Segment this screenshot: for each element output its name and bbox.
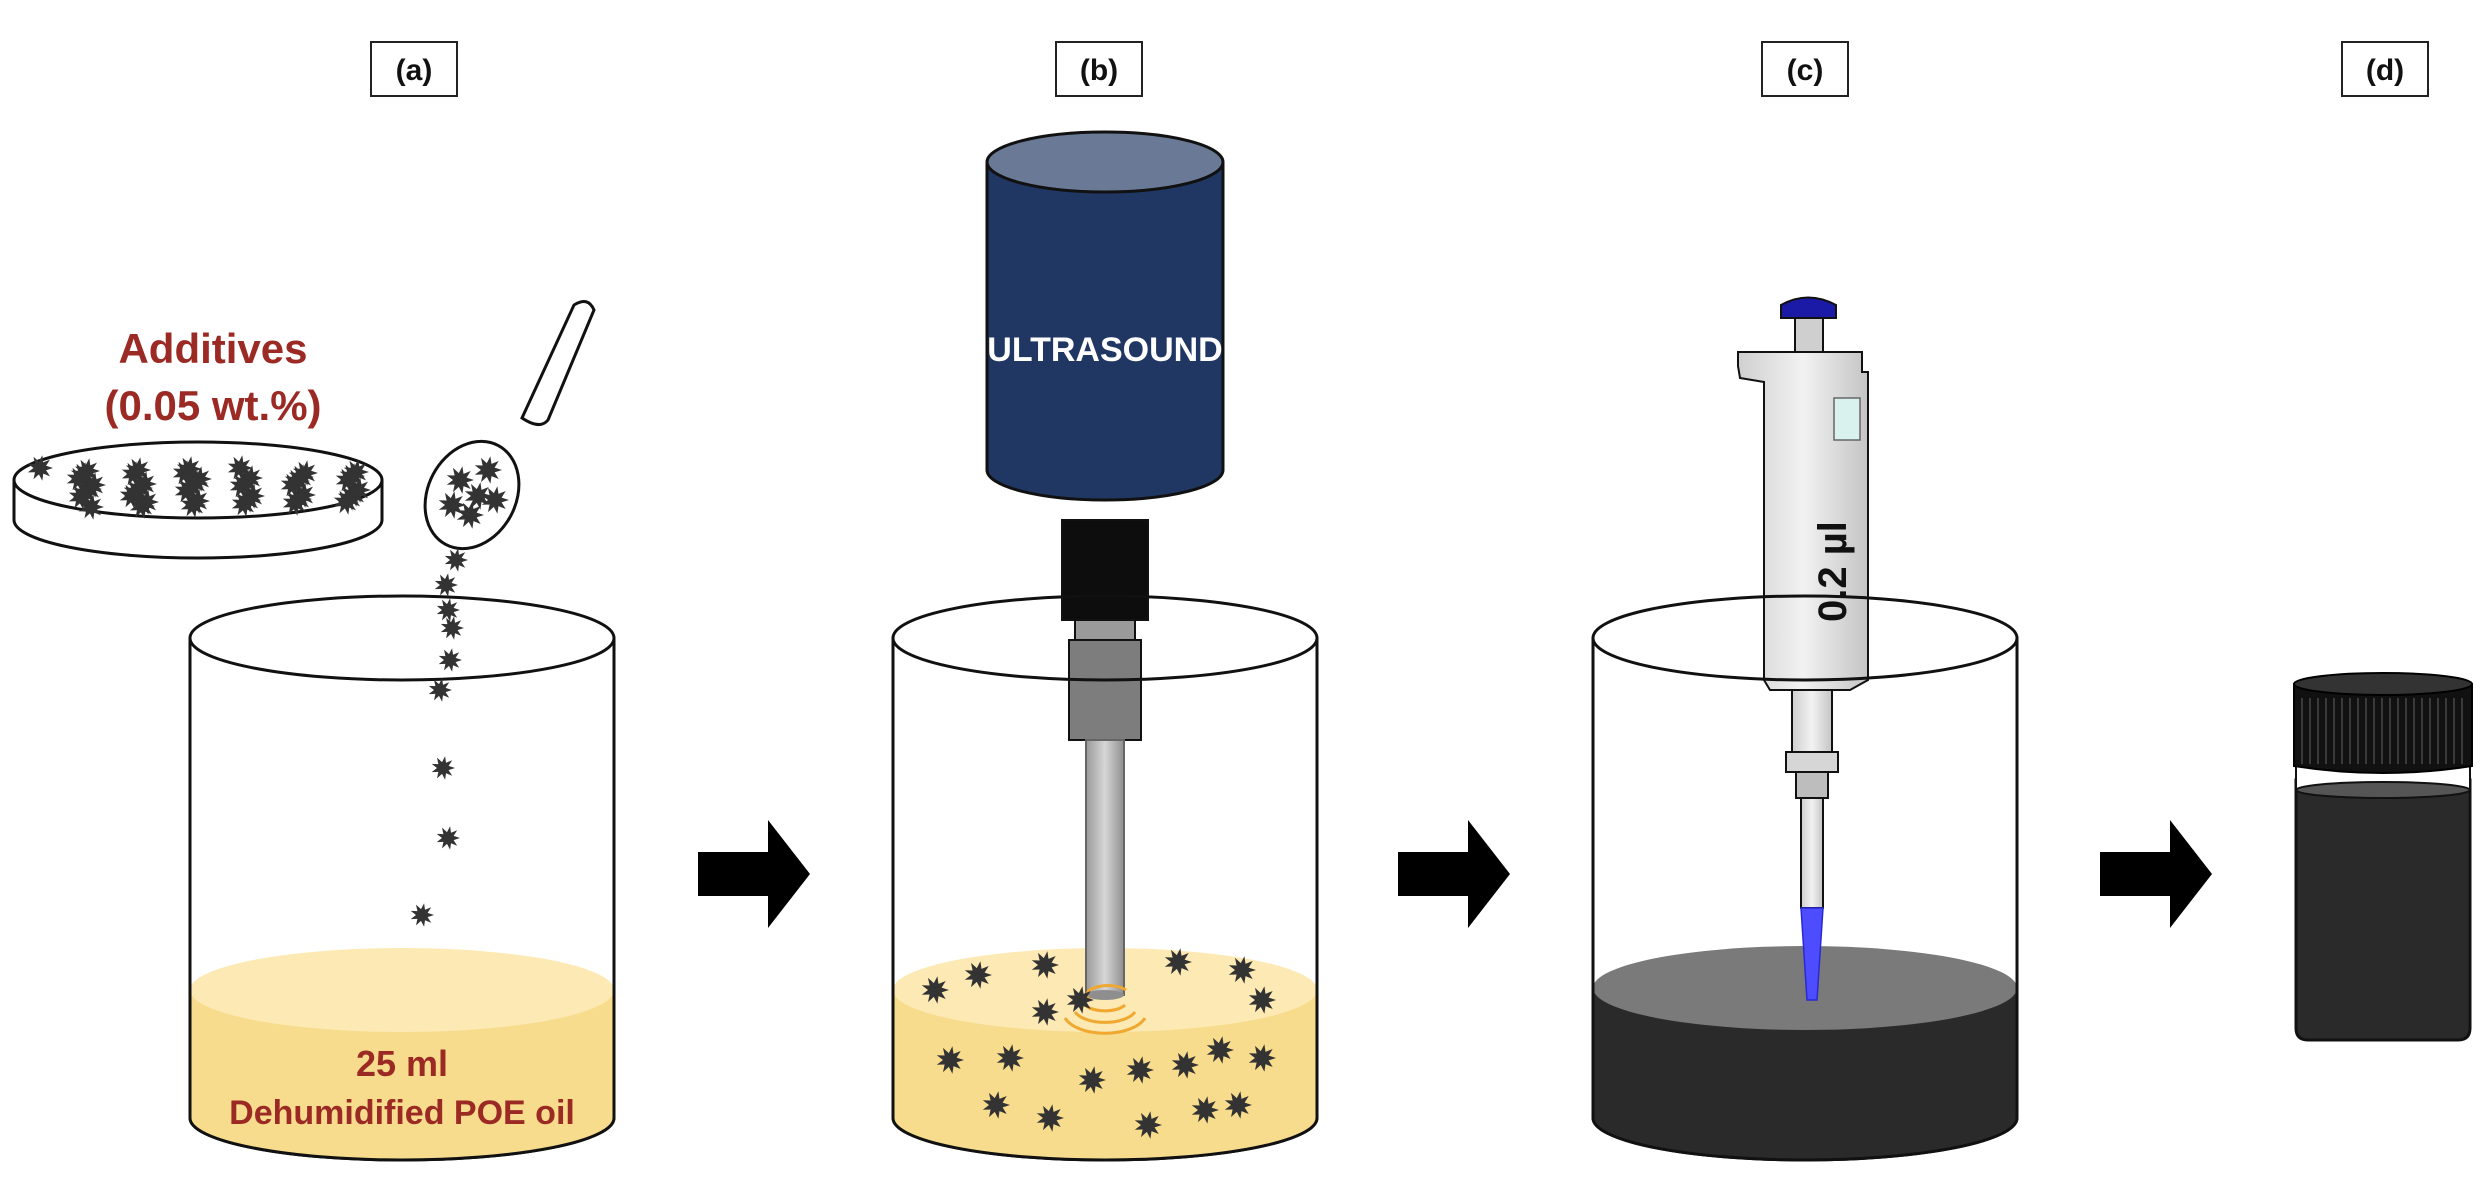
additive-particle bbox=[456, 501, 484, 529]
probe-horn bbox=[1068, 639, 1142, 741]
additive-particle bbox=[428, 678, 452, 702]
additive-particle bbox=[921, 976, 949, 1004]
additive-particle bbox=[282, 490, 308, 516]
additive-particle bbox=[1078, 1066, 1106, 1094]
beaker-a bbox=[188, 594, 616, 1162]
ultrasound-device: ULTRASOUND bbox=[985, 130, 1225, 1000]
vial-cap-ridges bbox=[2301, 698, 2463, 764]
ultrasound-label: ULTRASOUND bbox=[987, 331, 1222, 369]
probe-collar bbox=[1061, 519, 1149, 621]
additive-particle bbox=[27, 455, 53, 481]
falling-additive-particles bbox=[410, 548, 468, 927]
additive-particle bbox=[227, 455, 253, 481]
additive-particle bbox=[174, 478, 200, 504]
pipette-plunger-button bbox=[1780, 296, 1837, 319]
additive-particle bbox=[1248, 1044, 1276, 1072]
arrow-b-to-c bbox=[1398, 820, 1510, 928]
beaker-b-outline bbox=[891, 594, 1319, 1162]
additive-particle bbox=[172, 460, 198, 486]
additive-particle bbox=[438, 648, 462, 672]
additive-particle bbox=[180, 492, 206, 518]
additives-amount: (0.05 wt.%) bbox=[104, 382, 321, 429]
additive-particle bbox=[410, 903, 434, 927]
spoon-additive-powder bbox=[438, 456, 509, 529]
vial-nanofluid bbox=[2294, 778, 2472, 1042]
additive-particle bbox=[434, 573, 458, 597]
additive-particle bbox=[280, 472, 306, 498]
nanofluid-surface bbox=[1593, 946, 2017, 1030]
additive-particle bbox=[936, 1046, 964, 1074]
additive-particle bbox=[996, 1044, 1024, 1072]
additive-particle bbox=[66, 466, 92, 492]
nanofluid-body bbox=[1593, 988, 2017, 1160]
additive-particle bbox=[446, 466, 474, 494]
oil-body-b bbox=[893, 990, 1317, 1160]
additive-particle bbox=[335, 467, 361, 493]
pipette-volume-label: 0.2 µl bbox=[1811, 521, 1855, 622]
additive-particle bbox=[440, 616, 464, 640]
spoon bbox=[423, 299, 596, 551]
additive-particle bbox=[1248, 986, 1276, 1014]
sample-vial bbox=[2293, 672, 2473, 1042]
petri-dish bbox=[12, 440, 384, 560]
additive-particle bbox=[1206, 1036, 1234, 1064]
additive-particle bbox=[1171, 1051, 1199, 1079]
additive-particle bbox=[436, 826, 460, 850]
panel-label-a-text: (a) bbox=[396, 54, 433, 87]
additive-particle bbox=[1036, 1104, 1064, 1132]
oil-volume-label: 25 ml bbox=[356, 1043, 448, 1084]
additive-particle bbox=[481, 486, 509, 514]
additive-particle bbox=[129, 493, 155, 519]
additive-particle bbox=[1164, 948, 1192, 976]
panel-label-c-text: (c) bbox=[1787, 54, 1824, 87]
additive-particle bbox=[78, 494, 104, 520]
additive-particle bbox=[1126, 1056, 1154, 1084]
oil-surface bbox=[190, 948, 614, 1032]
additive-particle bbox=[121, 461, 147, 487]
additive-particle bbox=[964, 961, 992, 989]
probe-tip-rod bbox=[1085, 739, 1125, 996]
panel-label-b: (b) bbox=[1055, 41, 1143, 97]
panel-label-b-text: (b) bbox=[1080, 54, 1118, 87]
additive-particle bbox=[1031, 998, 1059, 1026]
additive-particle bbox=[1224, 1091, 1252, 1119]
panel-label-d-text: (d) bbox=[2366, 54, 2404, 87]
pipette-shaft bbox=[1800, 797, 1824, 909]
additive-particle bbox=[1228, 956, 1256, 984]
additive-particle bbox=[1031, 951, 1059, 979]
oil-body bbox=[190, 990, 614, 1160]
beaker-c-outline bbox=[1591, 594, 2019, 1162]
additive-particle bbox=[982, 1091, 1010, 1119]
panel-label-a: (a) bbox=[370, 41, 458, 97]
additive-particle bbox=[474, 456, 502, 484]
additive-particle bbox=[119, 483, 145, 509]
additive-particle bbox=[1066, 986, 1094, 1014]
additive-particle bbox=[1134, 1111, 1162, 1139]
pipette-tip bbox=[1800, 907, 1824, 1001]
additive-particle bbox=[1191, 1096, 1219, 1124]
additives-title: Additives bbox=[118, 325, 307, 372]
dispersed-additive-particles bbox=[921, 948, 1276, 1139]
panel-label-c: (c) bbox=[1761, 41, 1849, 97]
additive-particle bbox=[431, 756, 455, 780]
micropipette: 0.2 µl bbox=[1737, 296, 1869, 1001]
additive-particle bbox=[444, 548, 468, 572]
additive-particle bbox=[68, 484, 94, 510]
oil-name-label: Dehumidified POE oil bbox=[229, 1094, 575, 1132]
panel-label-d: (d) bbox=[2341, 41, 2429, 97]
additive-particle bbox=[436, 598, 460, 622]
arrow-c-to-d bbox=[2100, 820, 2212, 928]
additive-particle bbox=[333, 489, 359, 515]
additive-particle bbox=[229, 473, 255, 499]
arrow-a-to-b bbox=[698, 820, 810, 928]
additive-particle bbox=[231, 491, 257, 517]
pipette-display-window bbox=[1833, 397, 1861, 441]
dish-additive-powder bbox=[27, 455, 371, 520]
